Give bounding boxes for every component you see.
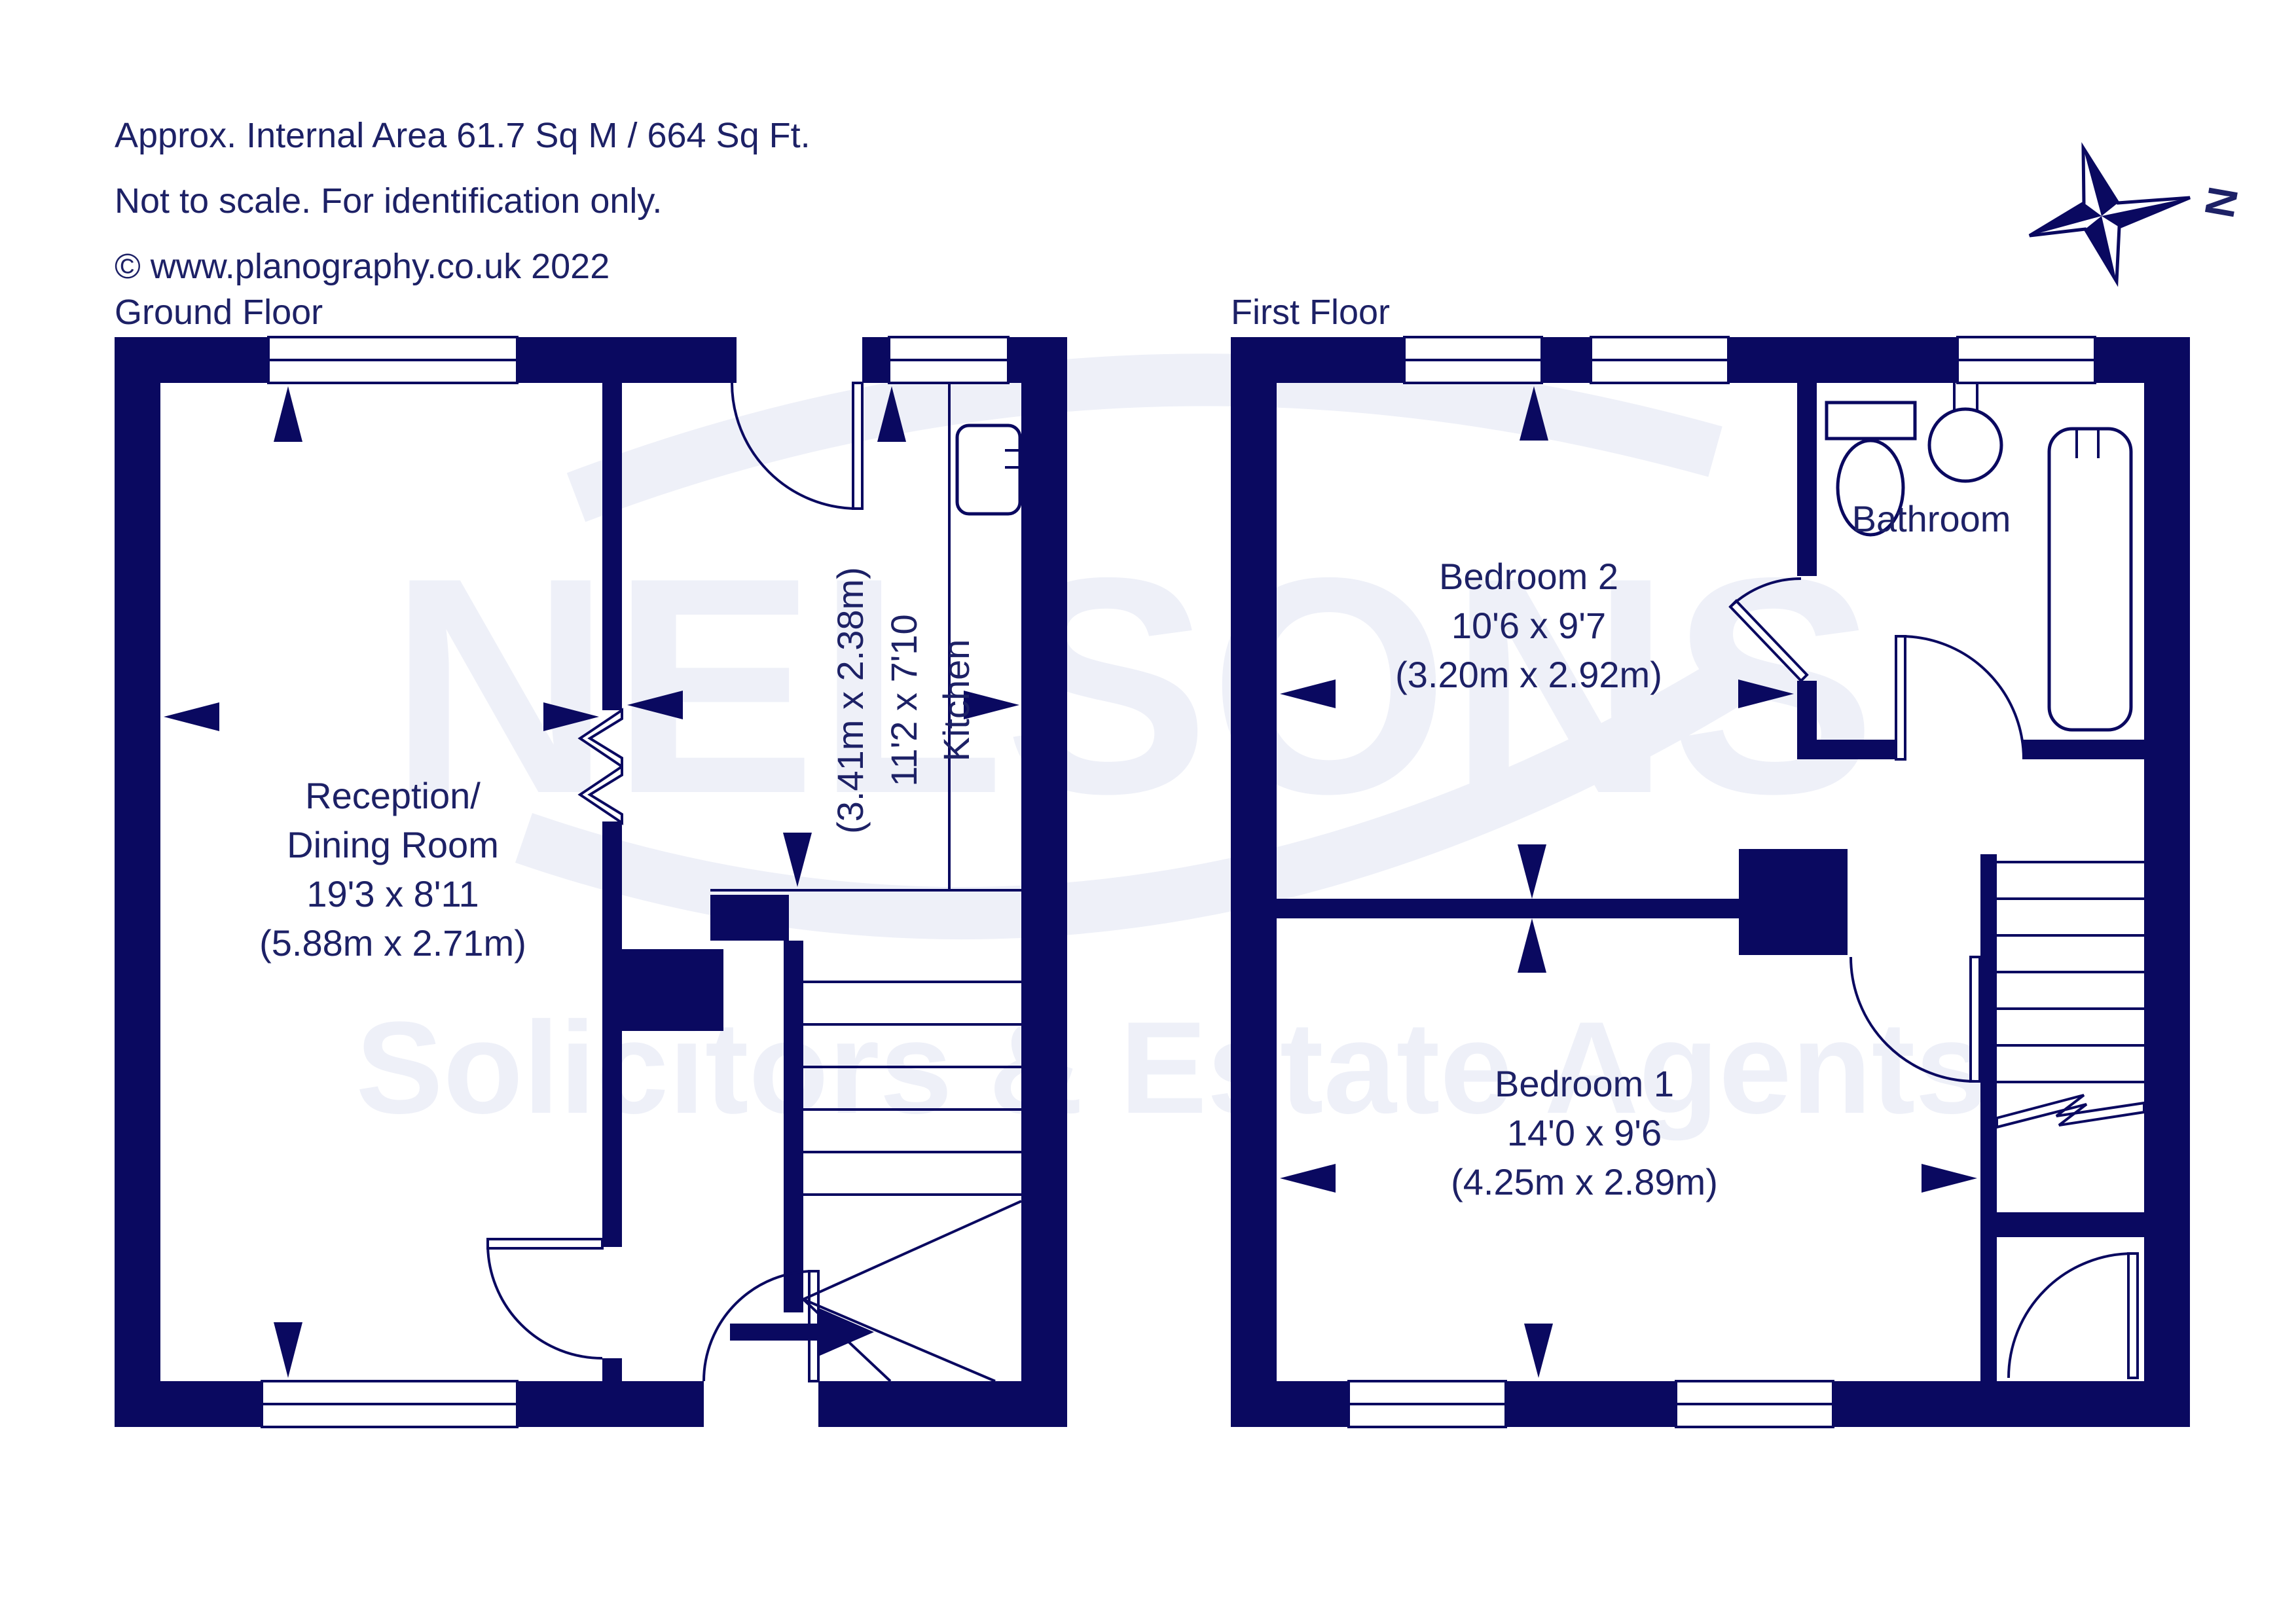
ff-bedroom1-window-1 [1347, 1380, 1507, 1428]
bedroom1-dims-metric: (4.25m x 2.89m) [1451, 1161, 1718, 1202]
header-disclaimer: Not to scale. For identification only. [115, 181, 662, 221]
ff-bedroom1-door [1850, 956, 1981, 1083]
reception-dims-metric: (5.88m x 2.71m) [259, 922, 526, 964]
first-floor-plan: First Floor [1231, 293, 2190, 1428]
ff-windows [1347, 336, 2096, 1428]
kitchen-dims-metric: (3.41m x 2.38m) [829, 567, 871, 834]
watermark-tagline: Solicitors & Estate Agents [355, 995, 1988, 1141]
reception-dims-imperial: 19'3 x 8'11 [306, 873, 479, 914]
ff-bedroom2-window-1 [1403, 336, 1543, 384]
ff-interior-walls [1277, 383, 2144, 1381]
ff-bedroom2-window-2 [1590, 336, 1730, 384]
kitchen-name: Kitchen [936, 640, 977, 762]
compass-north-label: N [2195, 183, 2247, 221]
bedroom2-name: Bedroom 2 [1439, 556, 1618, 597]
ff-chimney-breast [1739, 849, 1848, 955]
gf-dimension-arrows [164, 386, 1019, 1378]
ff-stairs [1995, 861, 2145, 1129]
watermark: NELSONS Solicitors & Estate Agents [355, 353, 1988, 1141]
gf-stairs-up-arrow [730, 1308, 874, 1356]
gf-kitchen-sink [955, 424, 1022, 516]
watermark-swoosh-bottom [515, 651, 1755, 940]
ff-basin [1927, 383, 2003, 483]
compass-star-fill-w [2030, 203, 2102, 236]
ff-bedroom-divider-wall [1277, 899, 1739, 918]
watermark-brand: NELSONS [389, 514, 1876, 857]
reception-name-1: Reception/ [305, 775, 481, 816]
ff-bathroom-window [1956, 336, 2096, 384]
gf-stairs [730, 981, 1022, 1382]
gf-hall-wall-stub [710, 895, 789, 941]
ff-exterior-walls [1231, 337, 2190, 1427]
gf-reception-bottom-window [261, 1380, 519, 1428]
gf-back-door [731, 382, 864, 510]
ff-dimension-arrows [1280, 386, 1977, 1378]
compass-star-fill-n [2083, 148, 2118, 216]
gf-reception-door [486, 1238, 604, 1360]
ff-bathroom-door [1895, 635, 2025, 761]
compass-star-fill-e [2102, 198, 2190, 227]
compass-rose: N [2028, 142, 2247, 287]
ff-bathroom-label: Bathroom [1852, 498, 2011, 539]
ff-bedroom1-window-2 [1675, 1380, 1834, 1428]
ff-bedroom1-label: Bedroom 1 14'0 x 9'6 (4.25m x 2.89m) [1451, 1063, 1718, 1202]
gf-reception-label: Reception/ Dining Room 19'3 x 8'11 (5.88… [259, 775, 526, 964]
bedroom1-dims-imperial: 14'0 x 9'6 [1507, 1112, 1662, 1153]
bedroom2-dims-imperial: 10'6 x 9'7 [1451, 605, 1606, 646]
ff-bedroom2-label: Bedroom 2 10'6 x 9'7 (3.20m x 2.92m) [1395, 556, 1662, 695]
gf-bifold-door [577, 708, 623, 825]
bedroom2-dims-metric: (3.20m x 2.92m) [1395, 654, 1662, 695]
ff-cupboard-door [2007, 1252, 2139, 1379]
gf-chimney-breast [602, 949, 723, 1031]
ff-bathtub [2047, 427, 2133, 732]
gf-reception-top-window [267, 336, 519, 384]
ff-toilet [1825, 401, 1917, 537]
reception-name-2: Dining Room [287, 824, 499, 865]
ground-floor-plan: Ground Floor [115, 293, 1067, 1428]
kitchen-dims-imperial: 11'2 x 7'10 [883, 614, 924, 786]
header-copyright: © www.planography.co.uk 2022 [115, 247, 610, 286]
bedroom1-name: Bedroom 1 [1495, 1063, 1674, 1104]
gf-kitchen-counter [710, 383, 1021, 892]
ff-stairs-break-line [1995, 1094, 2145, 1129]
gf-stair-wall [784, 941, 803, 1312]
ground-floor-title: Ground Floor [115, 293, 323, 332]
first-floor-title: First Floor [1231, 293, 1390, 332]
header: Approx. Internal Area 61.7 Sq M / 664 Sq… [115, 116, 811, 286]
gf-kitchen-window [888, 336, 1010, 384]
header-area: Approx. Internal Area 61.7 Sq M / 664 Sq… [115, 116, 811, 155]
gf-kitchen-label: Kitchen 11'2 x 7'10 (3.41m x 2.38m) [829, 567, 977, 834]
bathroom-name: Bathroom [1852, 498, 2011, 539]
ff-bathroom-bottom-wall [1817, 740, 1902, 759]
gf-windows [261, 336, 1010, 1428]
ff-bedroom2-door [1728, 577, 1809, 683]
ff-bathroom-left-wall [1797, 383, 1817, 576]
gf-interior-walls [602, 383, 803, 1427]
ff-stair-landing-bar [1997, 1212, 2144, 1237]
compass-star-fill-s [2085, 216, 2117, 281]
ff-stair-wall [1980, 854, 1997, 1381]
